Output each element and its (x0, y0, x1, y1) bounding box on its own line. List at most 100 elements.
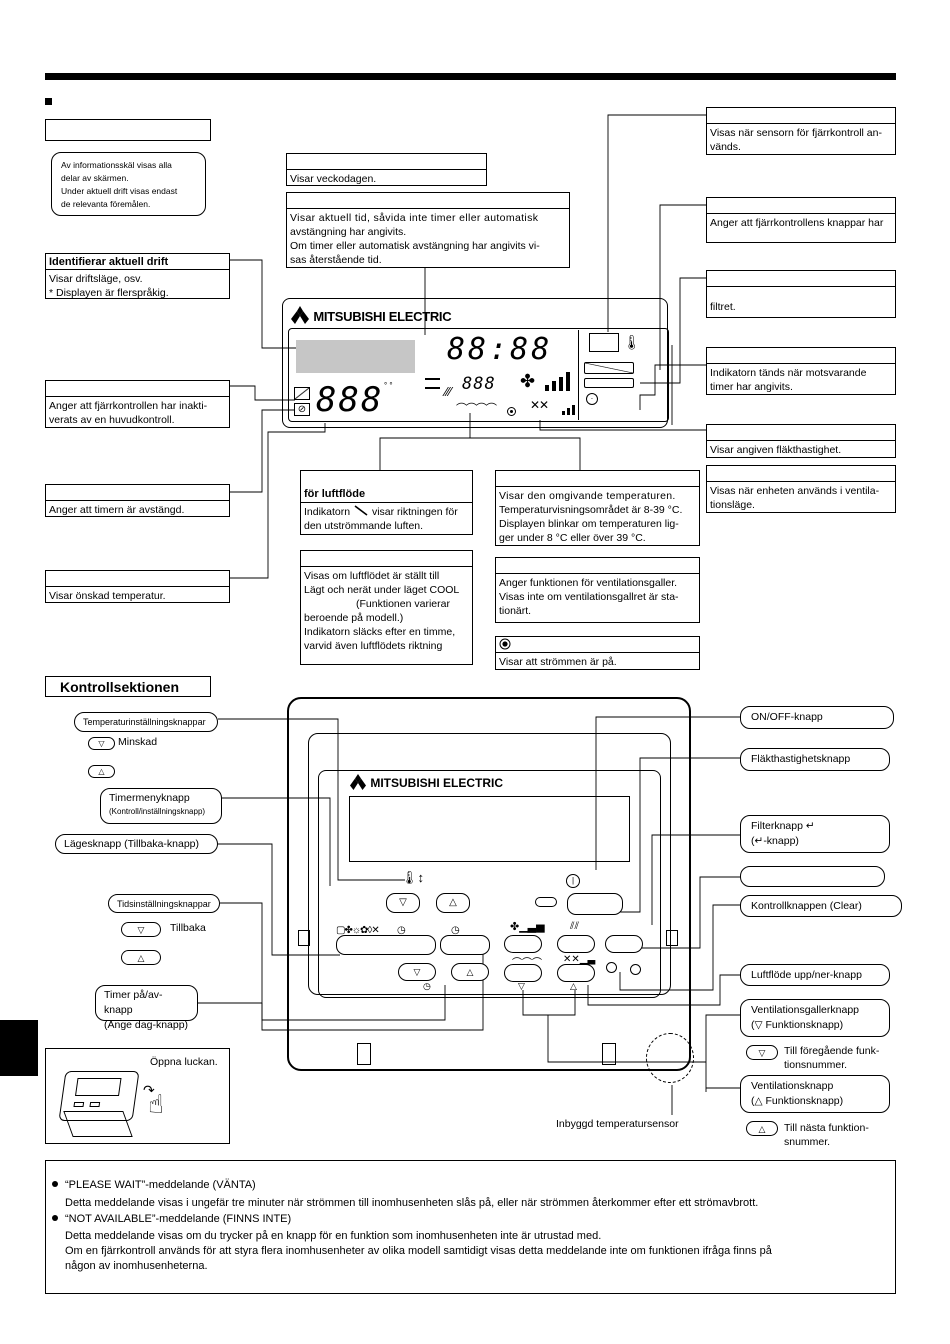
callout-title (496, 637, 699, 653)
sensor-circle (646, 1033, 694, 1083)
callout-text: avstängning har angivits. (290, 226, 407, 238)
filter-label-line: Filterknapp ↵ (751, 820, 815, 832)
up-triangle-icon: △ (754, 1095, 763, 1107)
day-of-week-callout: Visar veckodagen. (286, 153, 487, 186)
callout-text: (Funktionen varierar (356, 598, 450, 610)
onoff-button[interactable] (567, 893, 623, 915)
callout-text: tionärt. (499, 605, 532, 617)
timer-off-callout: Anger att timern är avstängd. (45, 484, 230, 517)
callout-text: Indikatorn släcks efter en timme, (304, 626, 456, 638)
fan-speed-button[interactable] (504, 935, 542, 953)
mode-button[interactable] (336, 935, 436, 955)
callout-text: Om timer eller automatisk avstängning ha… (290, 240, 540, 252)
callout-text: Lägt och nerät under läget COOL (304, 584, 460, 596)
blank-label (740, 866, 885, 887)
temp-up-button[interactable]: △ (436, 893, 470, 913)
fan-speed-label: Fläkthastighetsknapp (740, 748, 890, 771)
louver-button[interactable] (557, 935, 595, 953)
callout-title (46, 571, 229, 587)
callout-title (707, 425, 895, 441)
callout-title (707, 271, 895, 287)
filter-button[interactable] (605, 935, 643, 953)
temp-set-icon: 🌡↕ (401, 870, 425, 885)
mitsubishi-diamonds-icon (350, 774, 366, 790)
callout-title: för luftflöde (301, 471, 472, 503)
ventilation-callout: Visas när enheten används i ventila- tio… (706, 465, 896, 513)
mitsubishi-diamonds-icon (291, 306, 309, 324)
please-wait-text: Detta meddelande visas i ungefär tre min… (65, 1197, 759, 1209)
thermometer-icon: 🌡 (623, 334, 641, 350)
callout-text: Visar veckodagen. (290, 173, 377, 185)
airflow-info-callout: Visas om luftflödet är ställt till Lägt … (300, 550, 473, 665)
hinge-right (666, 930, 678, 946)
remote-sensor-icon (589, 333, 619, 352)
brand-logo: MITSUBISHI ELECTRIC (290, 306, 452, 326)
filter-indicator (584, 378, 634, 388)
hinge-left (298, 930, 310, 946)
timer-onoff-button[interactable] (440, 935, 490, 955)
callout-title (46, 381, 229, 397)
callout-text: filtret. (710, 301, 736, 313)
remote-sensor-callout: Visas när sensorn för fjärrkontroll an- … (706, 107, 896, 155)
enter-icon: ↵ (754, 835, 764, 847)
timer-menu-label: Timermenyknapp (Kontroll/inställningskna… (100, 788, 222, 824)
airflow-direction-callout: för luftflöde Indikatorn visar riktninge… (300, 470, 473, 535)
lid-flap (63, 1111, 133, 1137)
callout-title (707, 348, 895, 364)
filter-label: Filterknapp ↵ (↵-knapp) (740, 815, 890, 853)
callout-title: Identifierar aktuell drift (46, 254, 229, 270)
temp-down-button[interactable]: ▽ (386, 893, 420, 913)
vane-indicator-icon (354, 505, 368, 516)
callout-text: verats av en huvudkontroll. (49, 414, 175, 426)
louver-icon: ⫽⫽ (570, 921, 579, 932)
func-up-icon: △ (570, 981, 577, 991)
airflow-button[interactable] (504, 964, 542, 982)
enter-icon: ↵ (805, 820, 815, 832)
degree-marks: ° ° (384, 381, 393, 390)
callout-title (287, 193, 569, 209)
vent-label: Ventilationsknapp (△ Funktionsknapp) (740, 1075, 890, 1113)
operation-lamp (535, 897, 557, 907)
callout-text: Displayen blinkar om temperaturen lig- (499, 518, 679, 530)
power-on-callout: Visar att strömmen är på. (495, 636, 700, 670)
filter-callout: filtret. (706, 270, 896, 318)
lcd-frame (282, 298, 668, 428)
room-temperature-callout: Visar den omgivande temperaturen. Temper… (495, 470, 700, 546)
next-func-label: Till nästa funktion- snummer. (784, 1122, 869, 1148)
timer-onoff-label: Timer på/av-knapp (Ange dag-knapp) (95, 985, 198, 1031)
louver-label: Ventilationsgallerknapp (▽ Funktionsknap… (740, 999, 890, 1037)
not-available-text: någon av inomhusenheterna. (65, 1260, 208, 1272)
central-control-callout: Anger att fjärrkontrollen har inakti- ve… (45, 380, 230, 428)
brand-name: MITSUBISHI ELECTRIC (370, 776, 504, 790)
clear-button[interactable] (630, 964, 641, 975)
callout-title (707, 466, 895, 482)
time-callout: Visar aktuell tid, såvida inte timer ell… (286, 192, 570, 268)
time-up-button-legend: △ (121, 950, 161, 965)
airflow-icon: ⌒⌒⌒ (512, 954, 542, 969)
down-triangle-icon: ▽ (754, 1019, 763, 1031)
callout-text: beroende på modell.) (304, 612, 404, 624)
remote-inner-frame (308, 733, 671, 995)
time-set-buttons-label: Tidsinställningsknappar (108, 894, 220, 913)
callout-text: * Displayen är flerspråkig. (49, 287, 169, 299)
ventilation-icon: ✕✕ (530, 398, 549, 412)
time-up-button[interactable]: △ (451, 963, 489, 981)
next-func-button-legend: △ (746, 1121, 778, 1136)
callout-text: den utströmmande luften. (304, 520, 424, 532)
vent-button[interactable] (557, 964, 595, 982)
callout-text: Visar angiven fläkthastighet. (710, 444, 842, 456)
callout-text: Indikatorn tänds när motsvarande (710, 367, 867, 379)
lcd-screen (288, 328, 669, 422)
callout-text: Anger att timern är avstängd. (49, 504, 185, 516)
power-dot-lcd-icon (507, 407, 516, 416)
left-side-tab (0, 1020, 38, 1076)
time-down-button[interactable]: ▽ (398, 963, 436, 981)
timer-indicator-callout: Indikatorn tänds när motsvarande timer h… (706, 347, 896, 395)
please-wait-title: “PLEASE WAIT”-meddelande (VÄNTA) (65, 1179, 256, 1191)
timer-small-icon: ◷ (423, 981, 431, 991)
callout-text: ger under 8 °C eller över 39 °C. (499, 532, 646, 544)
remote-body (287, 697, 691, 1071)
sidebar-divider (578, 330, 579, 420)
callout-title (707, 108, 895, 124)
remote-panel (318, 770, 661, 998)
